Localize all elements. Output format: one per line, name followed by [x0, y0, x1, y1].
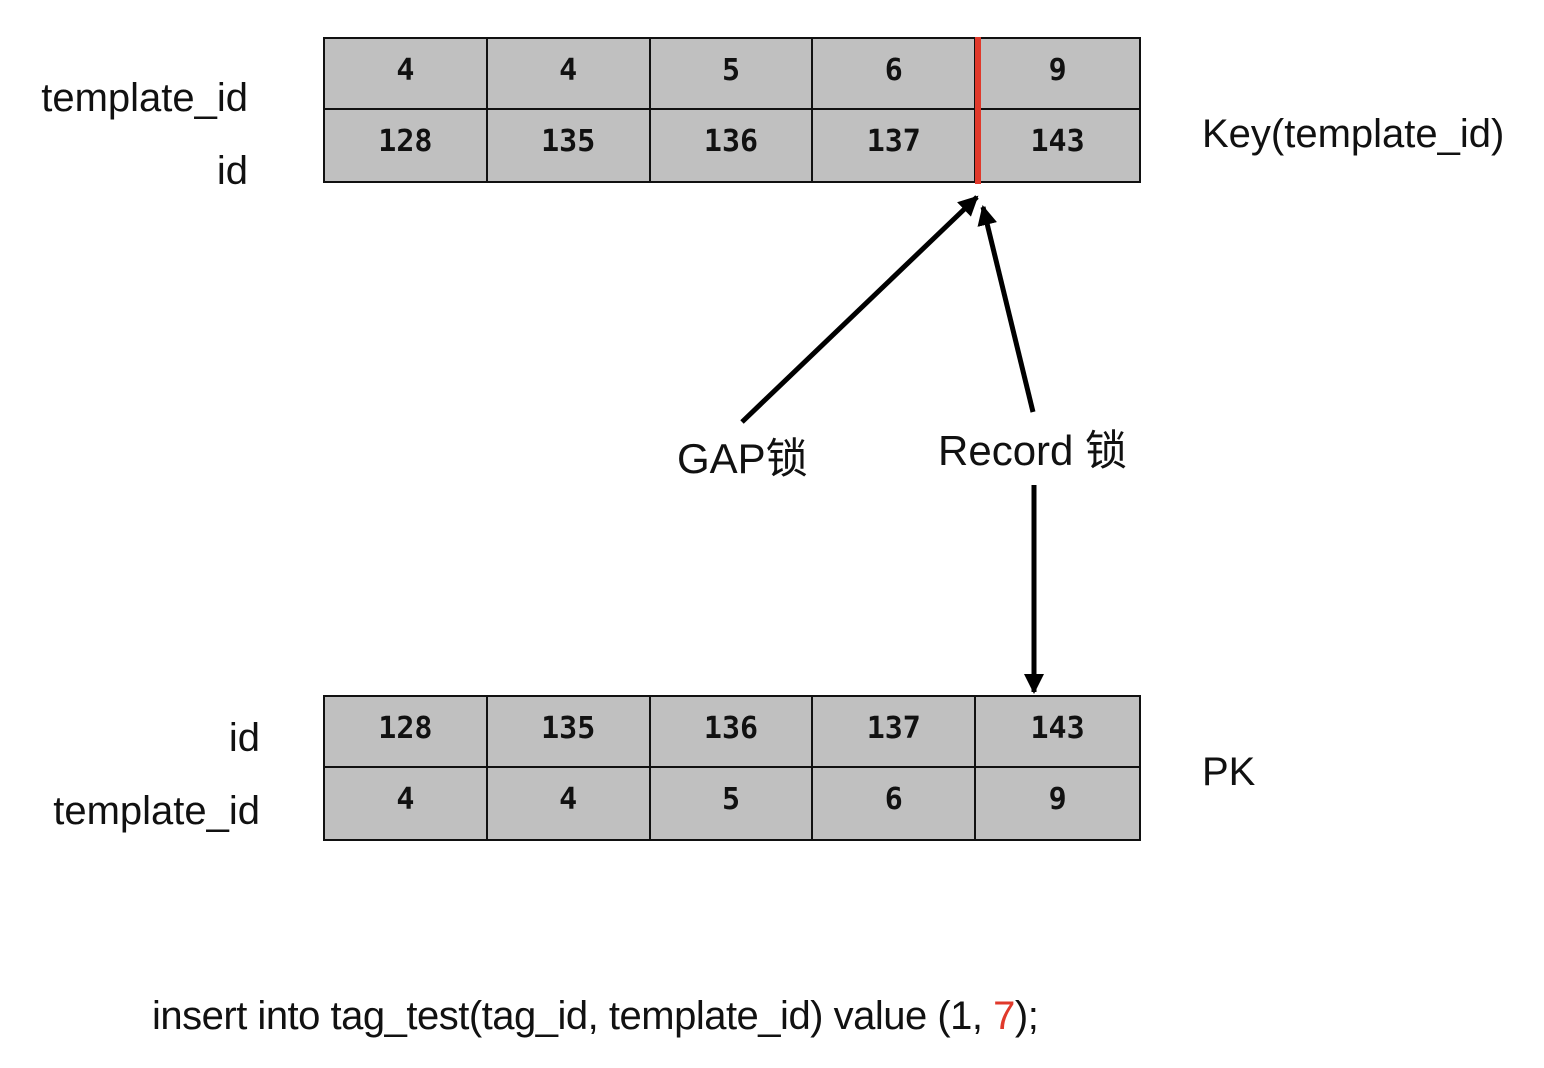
key-cell-template-id: 5 [650, 39, 814, 110]
pk-row-label-template-id: template_id [53, 789, 260, 833]
insert-statement-suffix: ); [1014, 994, 1039, 1038]
record-lock-label: Record 锁 [938, 427, 1128, 474]
pk-cell-template-id: 5 [651, 768, 814, 839]
key-index-table: 4 4 5 6 9 128 135 136 137 143 [323, 37, 1141, 183]
pk-cell-template-id: 9 [1048, 782, 1067, 817]
key-cell-template-id: 9 [976, 39, 1139, 110]
pk-cell-id: 128 [325, 697, 488, 768]
pk-cell-id: 143 [976, 697, 1139, 768]
key-cell-template-id: 6 [813, 39, 977, 110]
key-cell-id: 137 [813, 110, 977, 181]
key-row-label-id: id [216, 149, 248, 193]
primary-index-table: 128 135 136 137 143 4 4 5 6 9 [323, 695, 1141, 841]
insert-statement-highlight: 7 [993, 994, 1015, 1038]
key-cell-id: 136 [651, 110, 814, 181]
key-cell-template-id: 4 [325, 39, 488, 110]
pk-cell-id: 137 [813, 697, 977, 768]
insert-statement-prefix: insert into tag_test(tag_id, template_id… [152, 994, 994, 1038]
pk-cell-template-id: 4 [488, 768, 651, 839]
key-cell-id: 128 [325, 110, 488, 181]
pk-cell-template-id: 6 [813, 768, 977, 839]
key-cell-template-id: 4 [487, 39, 651, 110]
gap-lock-arrow [740, 195, 979, 424]
pk-cell-template-id: 4 [325, 768, 488, 839]
pk-cell-id: 135 [487, 697, 651, 768]
pk-cell-id: 136 [650, 697, 814, 768]
gap-lock-label: GAP锁 [677, 435, 808, 482]
primary-index-name: PK [1202, 750, 1256, 794]
record-lock-arrow-up [977, 205, 1036, 413]
key-row-label-template-id: template_id [41, 76, 248, 120]
insert-statement: insert into tag_test(tag_id, template_id… [152, 994, 1039, 1038]
key-cell-id: 143 [1030, 124, 1085, 159]
key-index-name: Key(template_id) [1202, 112, 1505, 156]
pk-row-label-id: id [228, 716, 260, 760]
key-cell-id: 135 [488, 110, 651, 181]
